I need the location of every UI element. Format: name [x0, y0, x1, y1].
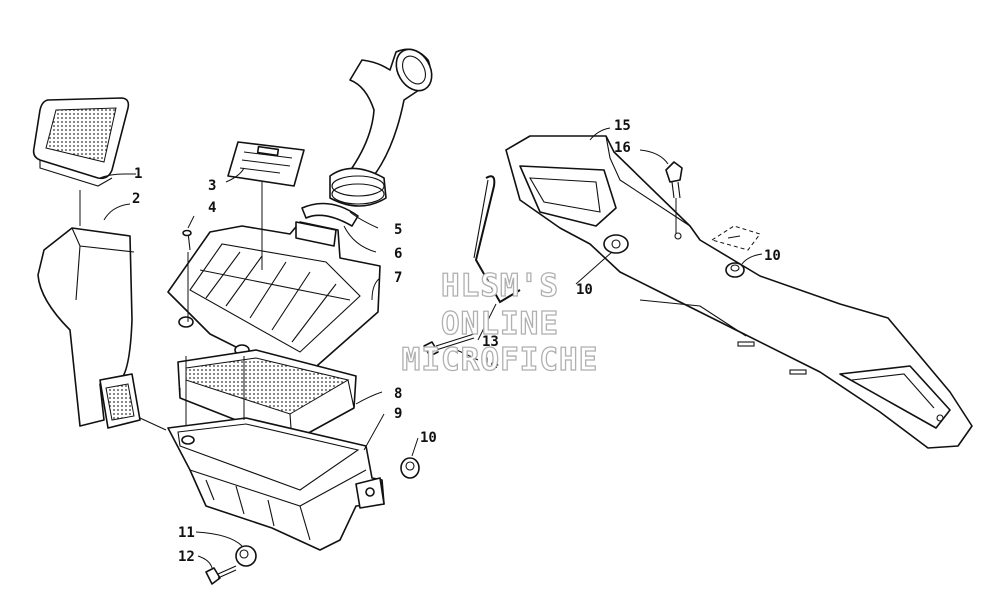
part-airbox-base	[167, 417, 385, 551]
part-bolt-top	[665, 161, 683, 199]
part-gasket	[301, 202, 359, 227]
callout-6: 6	[394, 246, 402, 262]
callout-11: 11	[178, 525, 195, 541]
callout-12: 12	[178, 549, 195, 565]
callout-15: 15	[614, 118, 631, 134]
part-screw	[182, 229, 192, 251]
callout-8: 8	[394, 386, 402, 402]
callout-numbers: 1 2 3 4 5 6 7 8 9 10 11 12 13 14 10 15 1…	[132, 118, 781, 565]
watermark: HLSM'S ONLINE MICROFICHE	[401, 267, 599, 378]
leader-lines	[79, 127, 763, 569]
callout-10-right: 10	[764, 248, 781, 264]
callout-7: 7	[394, 270, 402, 286]
watermark-line-1: HLSM'S	[441, 268, 559, 304]
callout-2: 2	[132, 191, 140, 207]
watermark-line-3: MICROFICHE	[402, 342, 599, 378]
callout-10-left: 10	[420, 430, 437, 446]
part-rod	[473, 175, 521, 304]
part-grommet-left	[400, 457, 420, 479]
part-intake-duct	[37, 227, 141, 429]
part-air-filter	[177, 349, 357, 443]
callout-10-center: 10	[576, 282, 593, 298]
part-intake-screen	[32, 97, 130, 187]
part-intake-hose	[329, 48, 433, 207]
callout-4: 4	[208, 200, 216, 216]
callout-14: 14	[482, 356, 499, 372]
part-bolt-mid	[423, 333, 475, 357]
part-decal	[227, 141, 305, 187]
part-grommet-right	[710, 225, 761, 278]
callout-13: 13	[482, 334, 499, 350]
callout-9: 9	[394, 406, 402, 422]
part-airbox-cover	[167, 221, 381, 375]
part-bolt-bottom	[205, 565, 237, 585]
part-bushing	[235, 545, 257, 567]
callout-3: 3	[208, 178, 216, 194]
part-silencer-housing	[505, 135, 973, 449]
callout-1: 1	[134, 166, 142, 182]
watermark-line-2: ONLINE	[441, 306, 559, 342]
callout-5: 5	[394, 222, 402, 238]
callout-16: 16	[614, 140, 631, 156]
